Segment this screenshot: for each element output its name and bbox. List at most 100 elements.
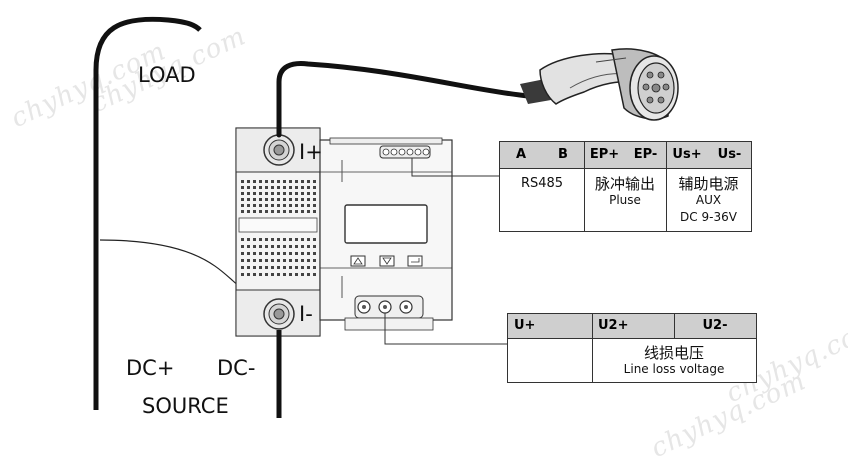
vent-hole bbox=[313, 252, 316, 255]
vent-hole bbox=[277, 245, 280, 248]
vent-hole bbox=[271, 266, 274, 269]
vent-hole bbox=[289, 180, 292, 183]
vent-hole bbox=[271, 210, 274, 213]
vent-hole bbox=[313, 210, 316, 213]
load-label: LOAD bbox=[138, 63, 196, 87]
vent-hole bbox=[277, 198, 280, 201]
vent-hole bbox=[259, 180, 262, 183]
vent-hole bbox=[265, 180, 268, 183]
vent-hole bbox=[301, 245, 304, 248]
vent-hole bbox=[283, 186, 286, 189]
vent-hole bbox=[283, 204, 286, 207]
vent-hole bbox=[241, 180, 244, 183]
vent-hole bbox=[271, 273, 274, 276]
vent-hole bbox=[313, 204, 316, 207]
vent-hole bbox=[307, 245, 310, 248]
vent-hole bbox=[277, 266, 280, 269]
vent-hole bbox=[289, 266, 292, 269]
vent-hole bbox=[271, 192, 274, 195]
vent-hole bbox=[289, 259, 292, 262]
dc-plus-label: DC+ bbox=[126, 356, 175, 380]
vent-hole bbox=[259, 198, 262, 201]
vent-hole bbox=[241, 252, 244, 255]
vent-hole bbox=[247, 180, 250, 183]
vent-hole bbox=[277, 210, 280, 213]
vent-hole bbox=[283, 192, 286, 195]
vent-hole bbox=[259, 238, 262, 241]
vent-hole bbox=[247, 266, 250, 269]
header-ep-plus: EP+ bbox=[589, 147, 620, 162]
vent-hole bbox=[265, 252, 268, 255]
vent-hole bbox=[253, 259, 256, 262]
vent-hole bbox=[247, 245, 250, 248]
vent-hole bbox=[283, 198, 286, 201]
vent-hole bbox=[241, 210, 244, 213]
vent-hole bbox=[313, 192, 316, 195]
vent-hole bbox=[301, 273, 304, 276]
vent-hole bbox=[271, 259, 274, 262]
vent-hole bbox=[307, 204, 310, 207]
vent-hole bbox=[265, 266, 268, 269]
i-minus-label: I- bbox=[299, 302, 313, 326]
vent-hole bbox=[283, 266, 286, 269]
vent-hole bbox=[313, 198, 316, 201]
line-loss-cn-label: 线损电压 bbox=[643, 344, 704, 362]
vent-hole bbox=[259, 245, 262, 248]
vent-hole bbox=[241, 266, 244, 269]
header-us-minus: Us- bbox=[717, 147, 742, 162]
vent-hole bbox=[283, 238, 286, 241]
vent-hole bbox=[307, 252, 310, 255]
vent-hole bbox=[307, 238, 310, 241]
vent-hole bbox=[265, 204, 268, 207]
vent-hole bbox=[265, 245, 268, 248]
vent-hole bbox=[307, 192, 310, 195]
vent-hole bbox=[247, 238, 250, 241]
vent-hole bbox=[295, 273, 298, 276]
vent-hole bbox=[253, 273, 256, 276]
vent-hole bbox=[289, 192, 292, 195]
vent-hole bbox=[277, 273, 280, 276]
header-us-plus: Us+ bbox=[672, 147, 702, 162]
vent-hole bbox=[253, 210, 256, 213]
voltage-terminal-table: U+ U2+ U2- 线损电压 Line loss voltage bbox=[507, 313, 757, 383]
vent-hole bbox=[253, 186, 256, 189]
vent-hole bbox=[295, 198, 298, 201]
vent-hole bbox=[313, 180, 316, 183]
vent-hole bbox=[259, 252, 262, 255]
vent-hole bbox=[283, 245, 286, 248]
vent-hole bbox=[271, 238, 274, 241]
aux-range-label: DC 9-36V bbox=[680, 210, 737, 224]
vent-hole bbox=[313, 273, 316, 276]
vent-hole bbox=[241, 198, 244, 201]
energy-meter bbox=[319, 137, 453, 331]
vent-hole bbox=[283, 273, 286, 276]
vent-hole bbox=[271, 198, 274, 201]
vent-hole bbox=[247, 186, 250, 189]
vent-hole bbox=[301, 198, 304, 201]
vent-hole bbox=[277, 192, 280, 195]
vent-hole bbox=[301, 192, 304, 195]
header-b: B bbox=[558, 147, 568, 162]
vent-hole bbox=[289, 238, 292, 241]
comm-table-header: A B EP+ EP- Us+ Us- bbox=[500, 142, 751, 169]
vent-hole bbox=[289, 186, 292, 189]
vent-grid bbox=[241, 180, 316, 276]
rs485-label: RS485 bbox=[520, 176, 564, 191]
header-u-plus: U+ bbox=[514, 318, 536, 333]
vent-hole bbox=[289, 210, 292, 213]
vent-hole bbox=[289, 245, 292, 248]
lcd-display bbox=[344, 204, 428, 244]
vent-hole bbox=[253, 198, 256, 201]
vent-hole bbox=[241, 245, 244, 248]
vent-hole bbox=[253, 180, 256, 183]
pulse-en-label: Pluse bbox=[609, 193, 641, 207]
vent-hole bbox=[307, 210, 310, 213]
vent-hole bbox=[271, 204, 274, 207]
divider bbox=[584, 142, 585, 231]
vent-hole bbox=[283, 180, 286, 183]
aux-cn-label: 辅助电源 bbox=[678, 175, 739, 193]
vent-hole bbox=[265, 273, 268, 276]
vent-hole bbox=[247, 259, 250, 262]
vent-hole bbox=[283, 210, 286, 213]
